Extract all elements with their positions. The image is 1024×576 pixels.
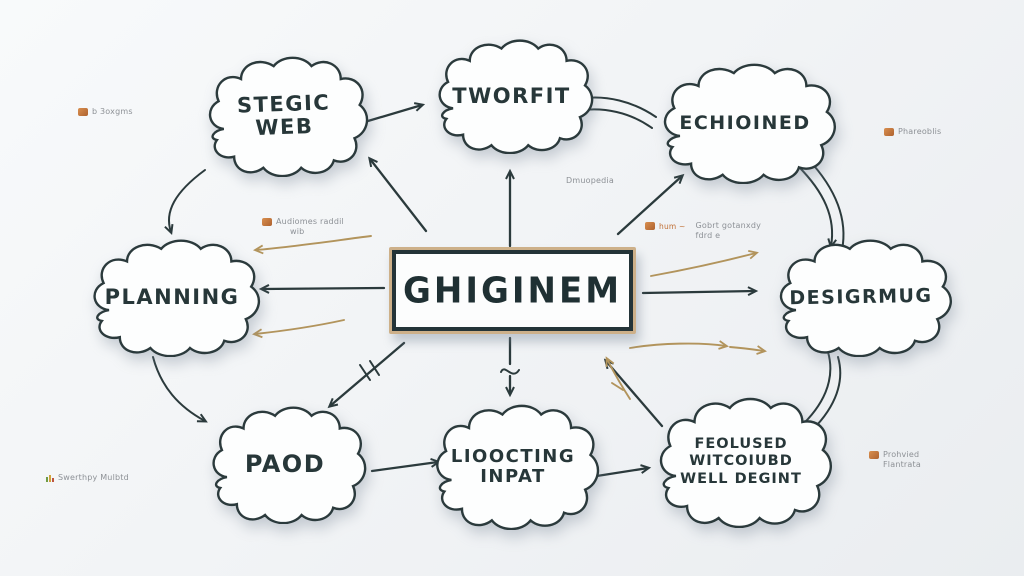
squirrel-doodle-icon	[78, 108, 88, 116]
cloud-label: LIOOCTING INPAT	[425, 403, 601, 530]
cloud-text-line: FEOLUSED	[694, 435, 788, 452]
cloud-text-line: ECHIOINED	[679, 111, 811, 134]
annotation-text: Swerthpy Mulbtd	[58, 473, 129, 482]
cloud-paod: PAOD	[202, 405, 368, 524]
annotation-accent-text: hum ~	[659, 222, 686, 231]
arrow-stegic-to-tworfit	[366, 102, 426, 123]
annotation-mid-right: hum ~ Gobrt gotanxdy fdrd e	[645, 221, 761, 242]
annotation-text: Audiomes raddil	[276, 217, 344, 226]
cloud-text-line: PAOD	[244, 449, 326, 478]
annotation-text: wib	[290, 227, 305, 237]
cloud-planning: PLANNING	[82, 238, 262, 357]
cloud-tworfit: TWORFIT	[428, 38, 595, 154]
cloud-text-line: INPAT	[480, 465, 546, 487]
cloud-text-line: PLANNING	[104, 285, 240, 310]
arrow-box-to-planning	[258, 284, 386, 294]
gold-tick-mark	[611, 382, 624, 391]
cloud-stegic-web: STEGIC WEB	[198, 55, 370, 177]
arc-planning-to-paod	[152, 356, 208, 423]
cloud-text-line: STEGIC	[236, 90, 331, 118]
gold-arrow-to-right-2	[729, 345, 767, 355]
dark-arrows	[152, 96, 845, 480]
cloud-text-line: WEB	[254, 113, 314, 140]
annotation-bottom-left: Swerthpy Mulbtd	[46, 473, 129, 483]
cloud-label: STEGIC WEB	[196, 52, 372, 180]
tag-doodle-icon	[645, 222, 655, 230]
truck-doodle-icon	[869, 451, 879, 459]
cloud-label: ECHIOINED	[652, 62, 838, 184]
arrow-box-to-stegic	[368, 156, 428, 233]
cloud-label: PAOD	[202, 405, 368, 524]
cloud-text-line: LIOOCTING	[450, 446, 576, 468]
annotation-left-mid: Audiomes raddil wib	[262, 217, 344, 238]
annotation-top-left: b 3oxgms	[78, 107, 133, 117]
cloud-label: PLANNING	[82, 238, 262, 357]
arrow-squiggle-mark	[500, 368, 520, 375]
cloud-feolused: FEOLUSED WITCOIUBD WELL DEGINT	[648, 396, 834, 528]
annotation-bottom-right: Prohvied Flantrata	[869, 450, 921, 471]
basket-doodle-icon	[262, 218, 272, 226]
arrow-tick-mark-2	[369, 360, 380, 376]
gold-arrow-to-right-1	[629, 340, 729, 350]
gold-arrow-to-desigrmug	[650, 249, 759, 277]
arc-stegic-to-planning	[164, 169, 206, 236]
gold-arrow-to-planning-1	[252, 235, 372, 255]
cloud-text-line: DESIGRMUG	[789, 284, 933, 310]
cloud-label: FEOLUSED WITCOIUBD WELL DEGINT	[648, 396, 834, 528]
cloud-label: TWORFIT	[428, 38, 595, 154]
gold-arrows	[252, 235, 767, 400]
annotation-top-right: Phareoblis	[884, 127, 941, 137]
annotation-text: Prohvied	[883, 450, 920, 459]
chart-doodle-icon	[46, 474, 54, 482]
cloud-desigrmug: DESIGRMUG	[768, 238, 954, 357]
arrow-box-to-echioined	[616, 173, 685, 236]
annotation-text: b 3oxgms	[92, 107, 133, 116]
cloud-label: DESIGRMUG	[767, 236, 955, 358]
gold-arrow-to-planning-2	[252, 319, 345, 339]
cloud-text-line: WELL DEGINT	[680, 470, 802, 487]
arrow-box-to-desigrmug	[641, 286, 759, 297]
annotation-text: Dmuopedia	[566, 176, 614, 185]
arrow-feolused-to-box	[603, 358, 664, 428]
cloud-echioined: ECHIOINED	[652, 62, 838, 184]
annotation-text: Phareoblis	[898, 127, 942, 136]
cloud-lioocting-inpat: LIOOCTING INPAT	[425, 403, 601, 530]
arrow-tick-mark-1	[359, 364, 371, 381]
arc-echioined-to-desigrmug-1	[797, 165, 837, 250]
annotation-text: Flantrata	[883, 460, 921, 470]
cloud-text-line: TWORFIT	[452, 83, 571, 108]
cloud-text-line: WITCOIUBD	[689, 453, 793, 470]
arrow-paod-to-lioocting	[370, 458, 442, 473]
gold-arrow-feolused-to-box	[605, 356, 631, 400]
annotation-center-top: Dmuopedia	[566, 176, 614, 186]
annotation-text: fdrd e	[695, 231, 721, 241]
center-box-label: GHIGINEM	[402, 269, 623, 312]
hand-doodle-icon	[884, 128, 894, 136]
center-box-frame: GHIGINEM	[392, 250, 633, 331]
center-box: GHIGINEM	[389, 247, 636, 334]
arc-echioined-to-desigrmug-2	[807, 158, 845, 251]
annotation-text: Gobrt gotanxdy	[695, 221, 762, 230]
